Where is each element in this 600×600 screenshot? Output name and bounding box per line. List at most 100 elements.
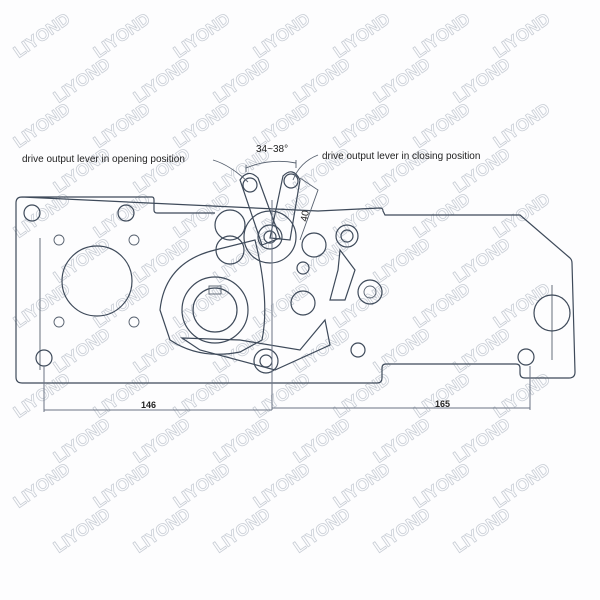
label-lever-length: 40: [299, 209, 312, 222]
output-shaft-core: [263, 230, 277, 244]
link-pin: [301, 232, 327, 258]
lever-pin: [242, 177, 258, 193]
watermark-text: LIYOND: [10, 9, 74, 61]
watermark-text: LIYOND: [170, 9, 234, 61]
watermark-text: LIYOND: [130, 324, 194, 376]
watermark-text: LIYOND: [130, 234, 194, 286]
output-shaft: [243, 210, 297, 264]
inner-outline: [39, 238, 553, 370]
bolt-inner: [340, 229, 354, 243]
watermark-text: LIYOND: [210, 504, 274, 556]
length-dim: [299, 177, 319, 241]
watermark-text: LIYOND: [250, 9, 314, 61]
watermark-text: LIYOND: [370, 54, 434, 106]
watermark-text: LIYOND: [170, 279, 234, 331]
watermark-text: LIYOND: [10, 459, 74, 511]
watermark-text: LIYOND: [330, 279, 394, 331]
small-hole: [53, 234, 65, 246]
watermark-text: LIYOND: [210, 414, 274, 466]
watermark-text: LIYOND: [330, 189, 394, 241]
bolt-inner: [259, 354, 273, 368]
watermark-text: LIYOND: [450, 504, 514, 556]
watermark-text: LIYOND: [450, 414, 514, 466]
dimension-left-label: 146: [141, 400, 156, 410]
watermark-text: LIYOND: [250, 369, 314, 421]
watermark-text: LIYOND: [210, 54, 274, 106]
mount-hole: [23, 204, 41, 222]
watermark-text: LIYOND: [450, 54, 514, 106]
dimension-left: [43, 366, 272, 412]
watermark-text: LIYOND: [130, 504, 194, 556]
watermark-text: LIYOND: [410, 369, 474, 421]
watermark-text: LIYOND: [370, 324, 434, 376]
label-opening: drive output lever in opening position: [22, 154, 185, 165]
watermark-text: LIYOND: [250, 279, 314, 331]
lever-pin: [283, 173, 299, 189]
cam-bore-inner: [192, 287, 238, 333]
spring-disc: [533, 294, 571, 332]
watermark-text: LIYOND: [170, 459, 234, 511]
watermark-text: LIYOND: [410, 99, 474, 151]
watermark-text: LIYOND: [410, 459, 474, 511]
watermark-text: LIYOND: [50, 234, 114, 286]
watermark-text: LIYOND: [370, 234, 434, 286]
watermark-text: LIYOND: [490, 99, 554, 151]
watermark-text: LIYOND: [410, 9, 474, 61]
small-hole: [53, 316, 65, 328]
watermark-text: LIYOND: [170, 99, 234, 151]
watermark-text: LIYOND: [10, 99, 74, 151]
watermark-text: LIYOND: [370, 504, 434, 556]
watermark-text: LIYOND: [50, 324, 114, 376]
watermark-text: LIYOND: [90, 459, 154, 511]
output-shaft-inner: [257, 224, 283, 250]
leader-opening: [212, 159, 249, 183]
watermark-text: LIYOND: [90, 9, 154, 61]
link-pin: [214, 209, 246, 241]
watermark-text: LIYOND: [130, 144, 194, 196]
watermark-text: LIYOND: [330, 369, 394, 421]
watermark-text: LIYOND: [330, 99, 394, 151]
watermark-text: LIYOND: [250, 459, 314, 511]
keyway: [208, 285, 222, 295]
dimension-right-label: 165: [435, 399, 450, 409]
watermark-text: LIYOND: [290, 234, 354, 286]
mount-hole: [350, 342, 366, 358]
watermark-text: LIYOND: [450, 234, 514, 286]
link-pin: [290, 290, 316, 316]
latch-arm: [329, 248, 356, 301]
lever-closing: [269, 171, 301, 241]
watermark-text: LIYOND: [370, 414, 434, 466]
watermark-text: LIYOND: [450, 324, 514, 376]
watermark-text: LIYOND: [10, 369, 74, 421]
watermark-text: LIYOND: [90, 99, 154, 151]
small-hole: [128, 234, 140, 246]
watermark-text: LIYOND: [330, 459, 394, 511]
mount-hole: [363, 285, 377, 299]
watermark-text: LIYOND: [330, 9, 394, 61]
main-cam: [159, 239, 266, 355]
watermark-text: LIYOND: [170, 369, 234, 421]
watermark-text: LIYOND: [130, 414, 194, 466]
watermark-text: LIYOND: [90, 369, 154, 421]
bolt: [335, 224, 359, 248]
label-angle: 34~38°: [256, 144, 288, 155]
small-hole: [128, 316, 140, 328]
label-closing: drive output lever in closing position: [322, 151, 480, 162]
watermark-text: LIYOND: [50, 414, 114, 466]
watermark-text: LIYOND: [290, 414, 354, 466]
mount-hole: [517, 348, 535, 366]
watermark-text: LIYOND: [490, 459, 554, 511]
mount-hole: [35, 349, 53, 367]
link-pin: [215, 235, 245, 265]
watermark-text: LIYOND: [410, 279, 474, 331]
cam-link: [179, 318, 331, 371]
dimension-right: [272, 366, 531, 410]
spring-disc: [61, 245, 133, 317]
watermark-text: LIYOND: [170, 189, 234, 241]
mount-hole: [357, 279, 383, 305]
watermark-text: LIYOND: [490, 9, 554, 61]
cam-bore: [181, 276, 249, 344]
watermark-text: LIYOND: [50, 144, 114, 196]
